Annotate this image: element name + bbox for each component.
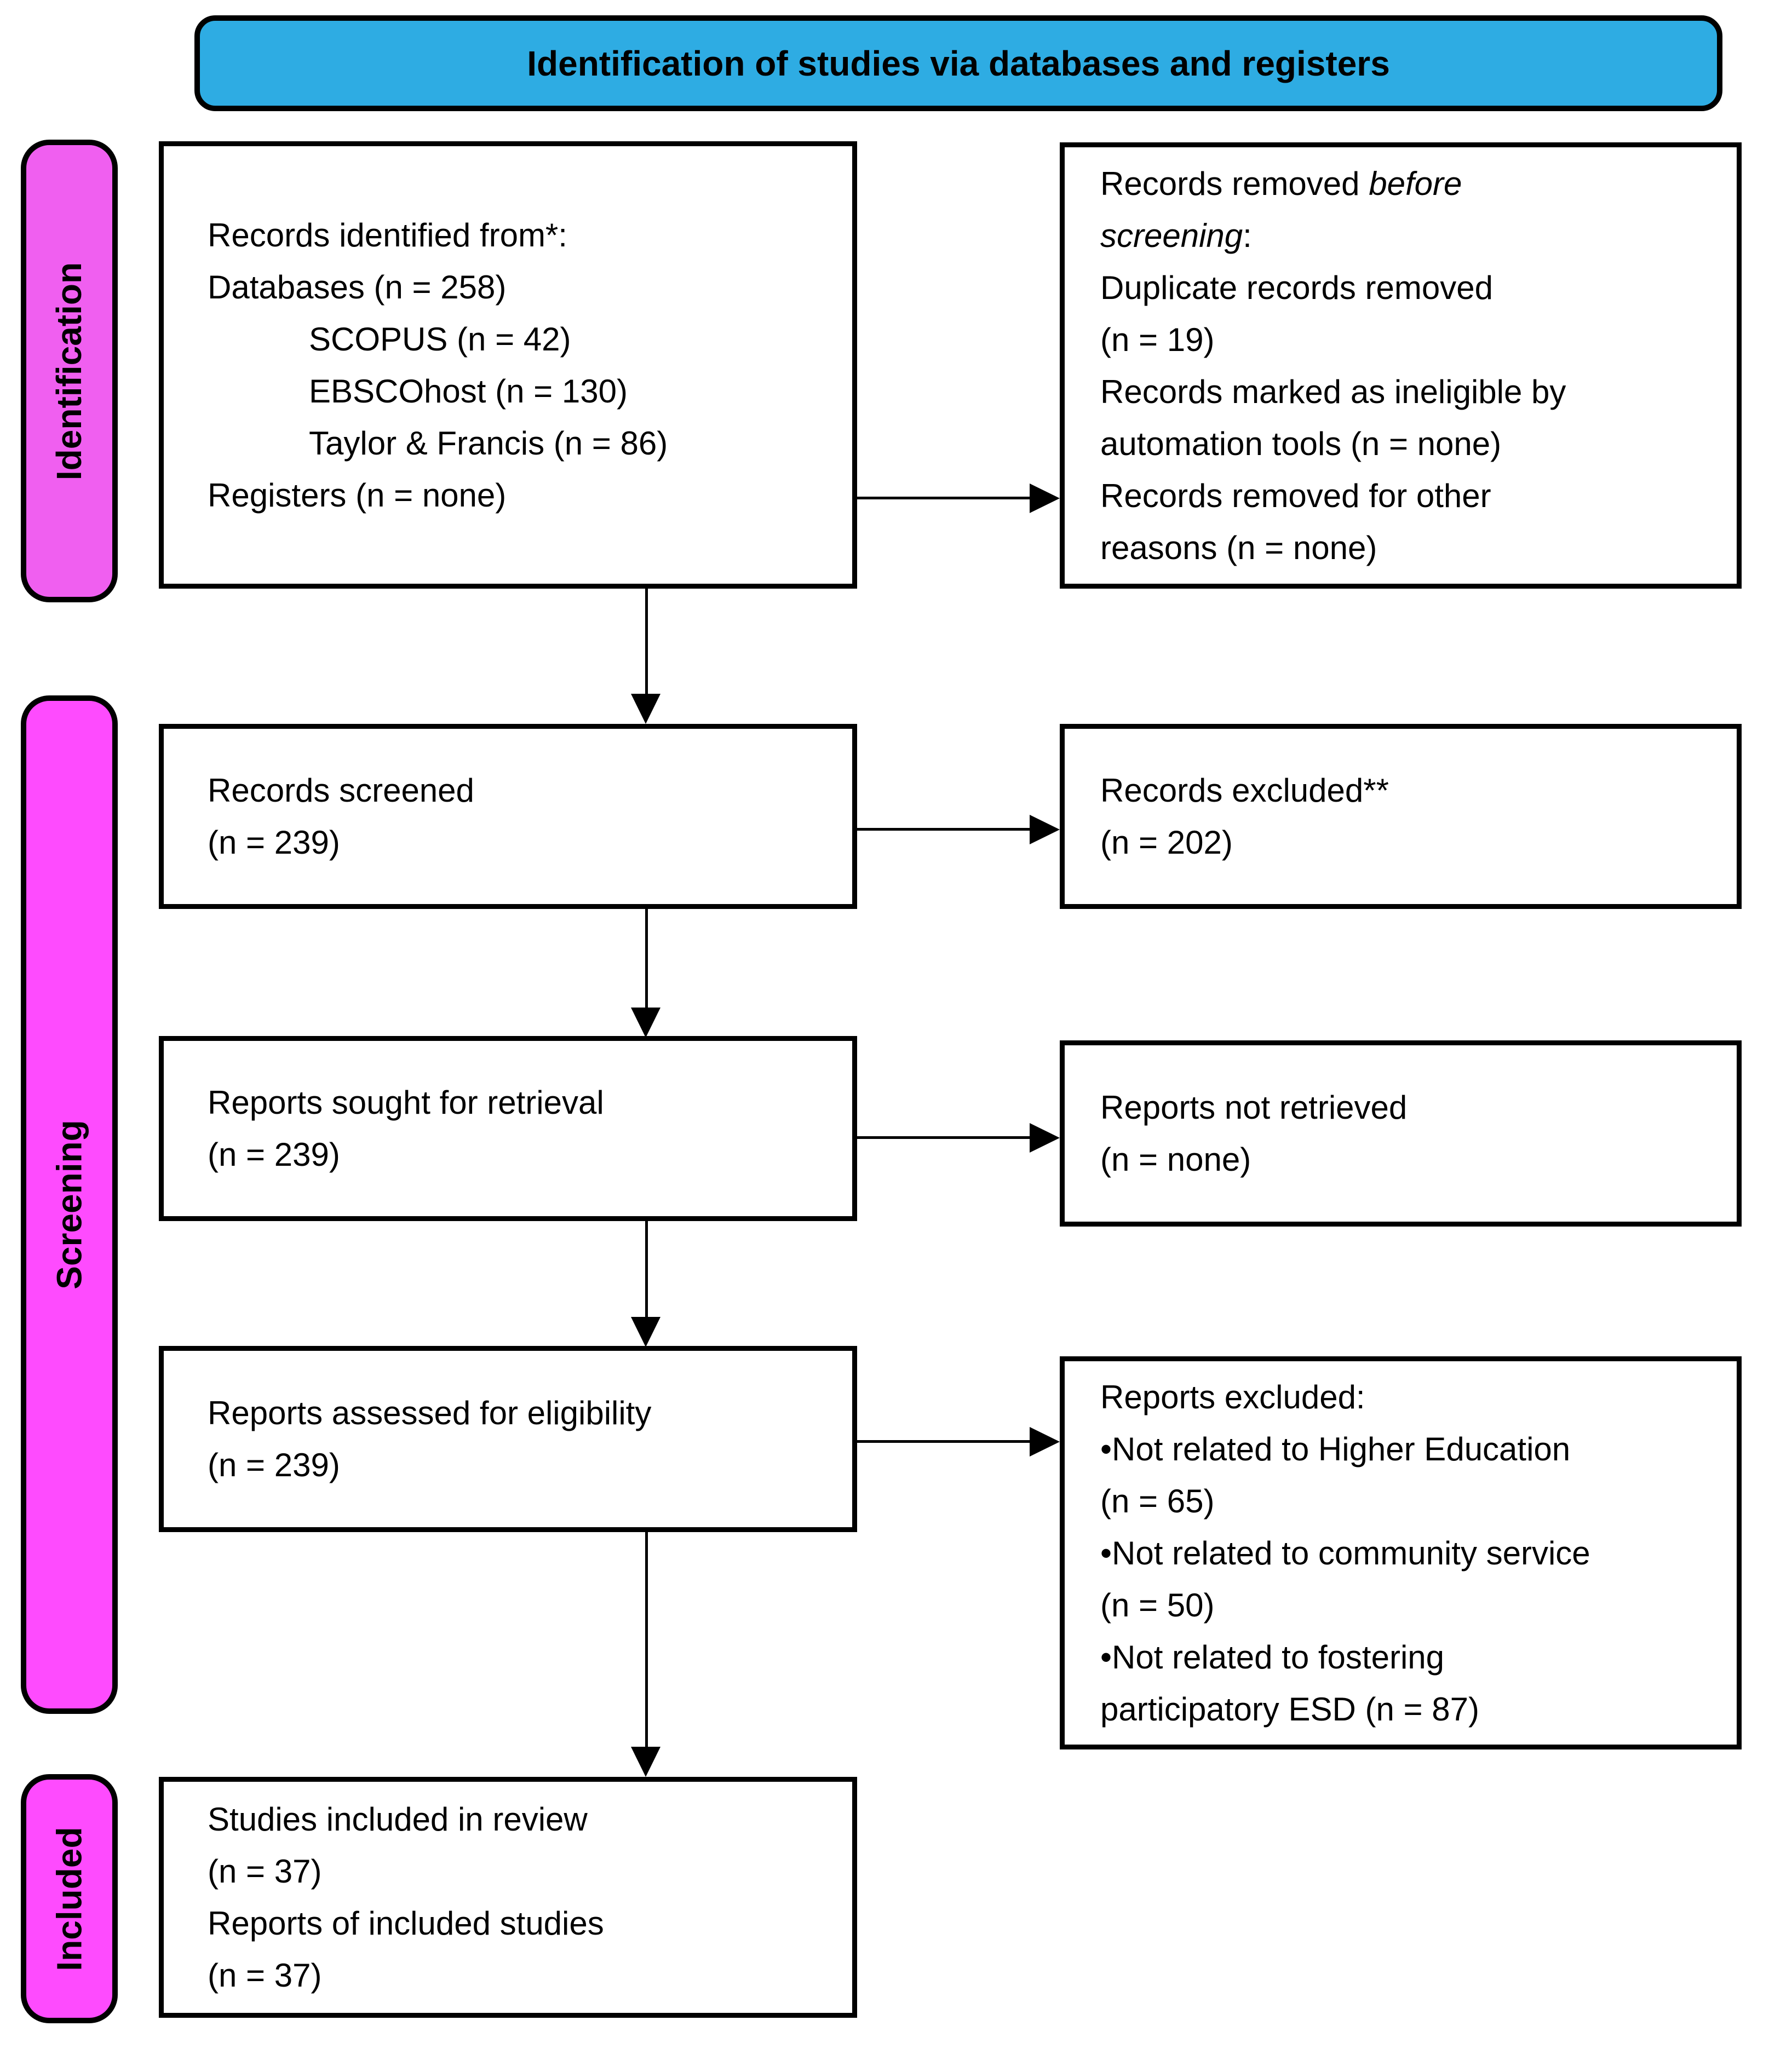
arrow-head-right-icon (1030, 1123, 1060, 1153)
arrow-head-right-icon (1030, 815, 1060, 844)
box-records-removed: Records removed before screening: Duplic… (1060, 142, 1742, 589)
text-line: Reports assessed for eligibility (208, 1395, 652, 1431)
text-line: Records screened (208, 772, 474, 809)
text-line: Reports not retrieved (1100, 1089, 1408, 1126)
stage-label-included: Included (49, 1826, 89, 1971)
stage-label-identification: Identification (49, 262, 89, 480)
text-line: Records removed before (1100, 158, 1720, 210)
arrow-head-right-icon (1030, 1427, 1060, 1457)
text-line: participatory ESD (n = 87) (1100, 1690, 1479, 1728)
arrow-line-assessed-to-reports-excluded (857, 1440, 1032, 1443)
text-line: SCOPUS (n = 42) (309, 320, 571, 358)
text-line: Reports sought for retrieval (208, 1084, 604, 1121)
text-line: screening: (1100, 210, 1720, 262)
text-line: (n = 37) (208, 1853, 322, 1890)
text-segment: : (1243, 217, 1252, 254)
arrow-head-down-icon (631, 1317, 660, 1347)
text-line: •Not related to fostering (1100, 1638, 1445, 1676)
stage-label-screening: Screening (49, 1120, 89, 1290)
text-segment: Records removed (1100, 165, 1369, 202)
box-reports-excluded: Reports excluded: •Not related to Higher… (1060, 1356, 1742, 1749)
text-line: •Not related to Higher Education (1100, 1430, 1571, 1467)
arrow-head-down-icon (631, 1008, 660, 1038)
box-records-identified: Records identified from*: Databases (n =… (159, 141, 857, 589)
box-records-excluded: Records excluded** (n = 202) (1060, 724, 1742, 909)
text-line: (n = 65) (1100, 1482, 1215, 1520)
box-records-screened: Records screened (n = 239) (159, 724, 857, 909)
text-line: (n = 202) (1100, 824, 1233, 861)
text-line: Records removed for other (1100, 477, 1491, 514)
arrow-line-sought-to-not-retrieved (857, 1136, 1032, 1139)
text-line: (n = 37) (208, 1957, 322, 1994)
text-line: •Not related to community service (1100, 1534, 1590, 1572)
arrow-head-down-icon (631, 694, 660, 724)
text-line: automation tools (n = none) (1100, 425, 1502, 462)
text-line: Studies included in review (208, 1801, 588, 1838)
text-line: Reports of included studies (208, 1905, 604, 1942)
arrow-line-assessed-to-included (645, 1532, 648, 1747)
box-reports-not-retrieved: Reports not retrieved (n = none) (1060, 1040, 1742, 1227)
text-line: (n = 19) (1100, 321, 1215, 358)
text-line: Records marked as ineligible by (1100, 373, 1566, 410)
stage-bar-included: Included (21, 1774, 118, 2023)
text-line: (n = 239) (208, 1447, 340, 1483)
diagram-title-banner: Identification of studies via databases … (194, 15, 1722, 111)
stage-bar-identification: Identification (21, 140, 118, 602)
arrow-line-screened-to-excluded (857, 828, 1032, 831)
box-reports-sought: Reports sought for retrieval (n = 239) (159, 1036, 857, 1221)
arrow-head-right-icon (1030, 484, 1060, 513)
arrow-line-identified-to-removed (857, 497, 1032, 499)
text-line: Records excluded** (1100, 772, 1389, 809)
text-line: Databases (n = 258) (208, 268, 507, 306)
text-line: reasons (n = none) (1100, 529, 1377, 566)
text-line: EBSCOhost (n = 130) (309, 372, 628, 410)
text-segment-italic: before (1369, 165, 1462, 202)
text-line: Records identified from*: (208, 216, 567, 254)
text-line: (n = 239) (208, 824, 340, 861)
box-reports-assessed: Reports assessed for eligibility (n = 23… (159, 1346, 857, 1532)
arrow-line-sought-to-assessed (645, 1221, 648, 1317)
text-line: Registers (n = none) (208, 476, 507, 514)
text-line: (n = 239) (208, 1136, 340, 1173)
stage-bar-screening: Screening (21, 695, 118, 1714)
arrow-head-down-icon (631, 1747, 660, 1777)
text-line: (n = 50) (1100, 1586, 1215, 1624)
text-line: Taylor & Francis (n = 86) (309, 424, 668, 462)
box-studies-included: Studies included in review (n = 37) Repo… (159, 1777, 857, 2018)
diagram-title: Identification of studies via databases … (527, 43, 1390, 83)
text-segment-italic: screening (1100, 217, 1243, 254)
text-line: Duplicate records removed (1100, 269, 1493, 306)
text-line: Reports excluded: (1100, 1378, 1365, 1415)
text-line: (n = none) (1100, 1141, 1251, 1178)
arrow-line-identified-to-screened (645, 589, 648, 694)
arrow-line-screened-to-sought (645, 909, 648, 1008)
